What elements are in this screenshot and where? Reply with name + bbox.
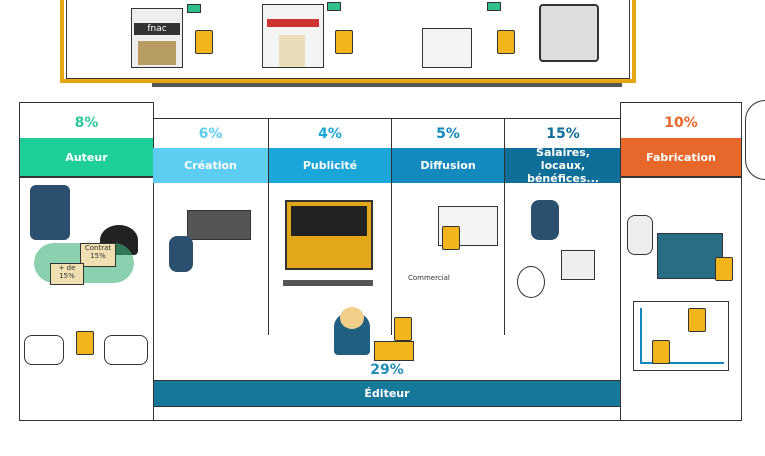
publicite-column: 4% Publicité [269, 118, 392, 336]
creation-percent: 6% [198, 126, 223, 142]
frame-shadow [152, 83, 622, 87]
book-character-icon [652, 340, 670, 364]
contract-note: + de 15% [50, 263, 84, 285]
editeur-row: 29% Éditeur [153, 307, 621, 421]
divider [621, 176, 741, 178]
billboard-poster [291, 206, 367, 236]
round-badge [745, 100, 765, 180]
graph-x-axis [640, 362, 724, 364]
author-at-desk-illustration [30, 185, 70, 240]
book-character-icon [442, 226, 460, 250]
manager-illustration [531, 200, 559, 240]
book-character-icon [394, 317, 412, 341]
printer-man-illustration [627, 215, 653, 255]
editeur-percent: 29% [370, 362, 404, 378]
safe-character-illustration [517, 266, 545, 298]
auteur-label: Auteur [20, 138, 153, 176]
printing-press-illustration [657, 233, 723, 279]
cost-graph-illustration [633, 301, 729, 371]
commercial-note: Commercial [408, 274, 450, 282]
tablet-character-icon [539, 4, 599, 62]
salaires-label: Salaires, locaux, bénéfices... [505, 146, 621, 185]
publicite-percent: 4% [318, 126, 342, 142]
bookshop-door [279, 35, 305, 67]
creation-label: Création [153, 148, 268, 183]
fabrication-column: 10% Fabrication [620, 102, 742, 421]
creation-column: 6% Création [153, 118, 269, 336]
book-stack-icon [374, 341, 414, 361]
diffusion-percent: 5% [436, 126, 460, 142]
diffusion-label: Diffusion [392, 148, 504, 183]
store-window [138, 41, 176, 65]
publisher-head [340, 307, 364, 329]
book-character-icon [715, 257, 733, 281]
salaires-column: 15% Salaires, locaux, bénéfices... [505, 118, 621, 336]
billboard-illustration [285, 200, 373, 270]
designer-screens-illustration [187, 210, 251, 240]
top-scene: fnac [66, 0, 630, 79]
publicite-label: Publicité [269, 148, 391, 183]
book-character-icon [195, 30, 213, 54]
auteur-percent: 8% [74, 115, 99, 131]
contract-note: Contrat 15% [80, 243, 116, 267]
author-pulling-illustration [24, 335, 64, 365]
publisher-illustration [334, 307, 370, 355]
book-character-icon [688, 308, 706, 332]
salaires-percent: 15% [546, 126, 580, 142]
store-building: fnac [131, 8, 183, 68]
book-character-icon [76, 331, 94, 355]
fabrication-label: Fabrication [621, 138, 741, 176]
small-bookshop-building [422, 28, 472, 68]
book-character-icon [497, 30, 515, 54]
office-building-illustration [561, 250, 595, 280]
rail-track [283, 280, 373, 286]
cash-icon [487, 2, 501, 11]
bookshop-sign [267, 19, 319, 27]
graph-y-axis [640, 308, 642, 364]
cash-icon [327, 2, 341, 11]
editeur-label: Éditeur [154, 380, 620, 407]
auteur-column: 8% Auteur Contrat 15% + de 15% [19, 102, 154, 421]
store-sign: fnac [134, 23, 180, 35]
diffusion-column: 5% Diffusion Commercial [392, 118, 505, 336]
designer-illustration [169, 236, 193, 272]
cash-icon [187, 4, 201, 13]
book-character-icon [335, 30, 353, 54]
bookshop-building [262, 4, 324, 68]
divider [20, 176, 153, 178]
illustrator-pulling-illustration [104, 335, 148, 365]
fabrication-percent: 10% [664, 115, 698, 131]
